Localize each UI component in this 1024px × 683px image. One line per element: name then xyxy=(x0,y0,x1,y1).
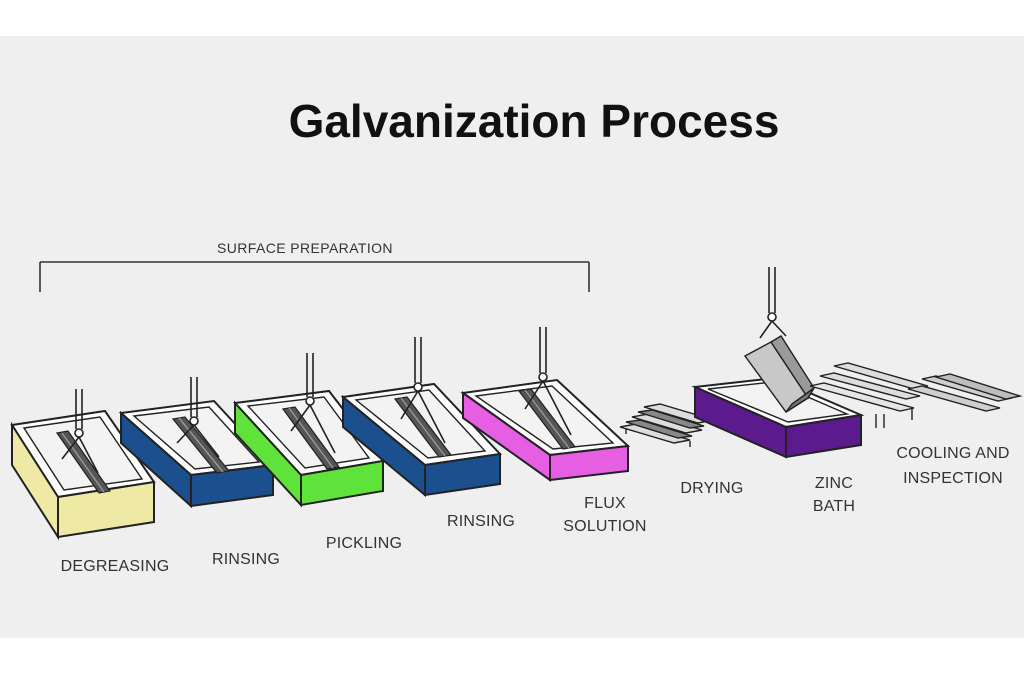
label-degreasing: DEGREASING xyxy=(61,558,170,575)
steel-beam-icon xyxy=(743,335,815,413)
tank-flux-solution xyxy=(460,327,631,482)
tank-pickling xyxy=(232,353,385,508)
galvanization-diagram: Galvanization Process SURFACE PREPARATIO… xyxy=(10,95,1023,575)
tank-side-front xyxy=(57,480,155,539)
crane-hook-icon xyxy=(524,327,572,436)
tank-side-front xyxy=(424,452,501,497)
diagram-canvas: Galvanization Process SURFACE PREPARATIO… xyxy=(0,36,1024,638)
surface-preparation-label: SURFACE PREPARATION xyxy=(217,240,393,256)
steel-beam-icon xyxy=(625,409,705,439)
steel-beam-icon xyxy=(517,388,577,450)
tank-rinsing-2 xyxy=(340,337,503,498)
tank-inner xyxy=(707,381,850,423)
label-pickling: PICKLING xyxy=(326,535,402,552)
tank-side-front xyxy=(549,444,629,482)
crane-hook-icon xyxy=(400,337,446,444)
label-cooling-line1: COOLING AND xyxy=(896,445,1009,462)
crane-hook-icon xyxy=(176,377,220,458)
tank-side-front xyxy=(785,413,862,459)
label-flux-line1: FLUX xyxy=(584,495,626,512)
label-rinsing-1: RINSING xyxy=(212,551,280,568)
crane-hook-icon xyxy=(759,267,787,339)
crane-hook-icon xyxy=(290,353,336,454)
cooling-rack xyxy=(809,362,1023,428)
label-cooling-line2: INSPECTION xyxy=(903,470,1003,487)
tank-side-front xyxy=(190,463,274,508)
crane-hook-icon xyxy=(61,389,99,474)
tank-rinsing-1 xyxy=(118,377,276,509)
label-zinc-line2: BATH xyxy=(813,498,855,515)
surface-preparation-bracket xyxy=(39,261,590,292)
steel-beam-icon xyxy=(907,373,1023,412)
label-rinsing-2: RINSING xyxy=(447,513,515,530)
tank-side-front xyxy=(300,459,384,507)
label-zinc-line1: ZINC xyxy=(815,475,853,492)
tank-zinc-bath xyxy=(691,376,865,459)
page-title: Galvanization Process xyxy=(289,95,780,147)
steel-beam-icon xyxy=(55,430,112,494)
label-flux-line2: SOLUTION xyxy=(563,518,646,535)
tank-degreasing xyxy=(10,389,156,541)
steel-beam-icon xyxy=(171,416,231,474)
label-drying: DRYING xyxy=(680,480,743,497)
